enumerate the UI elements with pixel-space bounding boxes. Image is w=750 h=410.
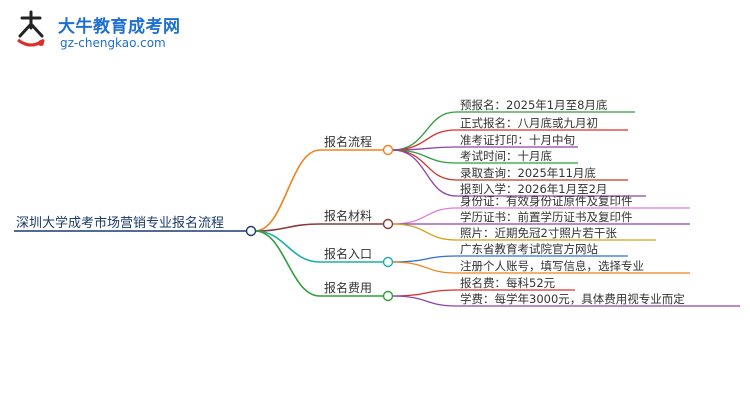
leaf-label-3-0: 报名费：每科52元 xyxy=(460,276,556,290)
leaf-connector-2-1 xyxy=(391,261,457,274)
branch-node-2 xyxy=(382,256,394,268)
leaf-connector-3-0 xyxy=(391,289,457,297)
branch-label-3: 报名费用 xyxy=(324,280,372,295)
logo-brand: 大牛教育成考网 xyxy=(58,17,181,37)
branch-label-1: 报名材料 xyxy=(324,208,372,223)
branch-node-1 xyxy=(382,218,394,230)
branch-node-3 xyxy=(382,290,394,302)
leaf-label-2-1: 注册个人账号，填写信息，选择专业 xyxy=(460,259,644,273)
leaf-label-0-4: 录取查询：2025年11月底 xyxy=(460,166,596,180)
branch-connector-3 xyxy=(254,230,321,297)
leaf-label-1-0: 身份证：有效身份证原件及复印件 xyxy=(460,194,633,208)
branch-label-0: 报名流程 xyxy=(324,134,372,149)
leaf-connector-1-2 xyxy=(391,223,457,241)
leaf-connector-3-1 xyxy=(391,295,457,307)
branch-label-2: 报名入口 xyxy=(324,246,372,261)
logo-mark-icon xyxy=(17,10,45,47)
leaf-connector-0-5 xyxy=(391,149,457,197)
leaf-label-0-0: 预报名：2025年1月至8月底 xyxy=(460,98,608,112)
leaf-label-0-1: 正式报名：八月底或九月初 xyxy=(460,116,598,130)
leaf-label-0-5: 报到入学：2026年1月至2月 xyxy=(460,182,607,196)
root-node xyxy=(245,225,257,237)
leaf-label-1-2: 照片：近期免冠2寸照片若干张 xyxy=(460,226,617,240)
leaf-label-2-0: 广东省教育考试院官方网站 xyxy=(460,242,598,256)
leaf-label-3-1: 学费：每学年3000元，具体费用视专业而定 xyxy=(460,292,685,306)
branch-connector-2 xyxy=(254,230,321,263)
leaf-label-0-2: 准考证打印：十月中旬 xyxy=(460,133,575,147)
logo-url: gz-chengkao.com xyxy=(60,36,166,50)
leaf-connector-1-0 xyxy=(391,207,457,225)
leaf-label-1-1: 学历证书：前置学历证书及复印件 xyxy=(460,210,633,224)
leaf-connector-0-0 xyxy=(391,111,457,151)
leaf-connector-0-4 xyxy=(391,149,457,181)
leaf-label-0-3: 考试时间：十月底 xyxy=(460,149,552,163)
branch-connector-1 xyxy=(254,223,321,232)
branch-node-0 xyxy=(382,144,394,156)
branch-connector-0 xyxy=(254,149,321,232)
site-logo: 大牛教育成考网 gz-chengkao.com xyxy=(6,8,186,58)
root-label: 深圳大学成考市场营销专业报名流程 xyxy=(16,215,224,231)
leaf-connector-2-0 xyxy=(391,255,457,263)
